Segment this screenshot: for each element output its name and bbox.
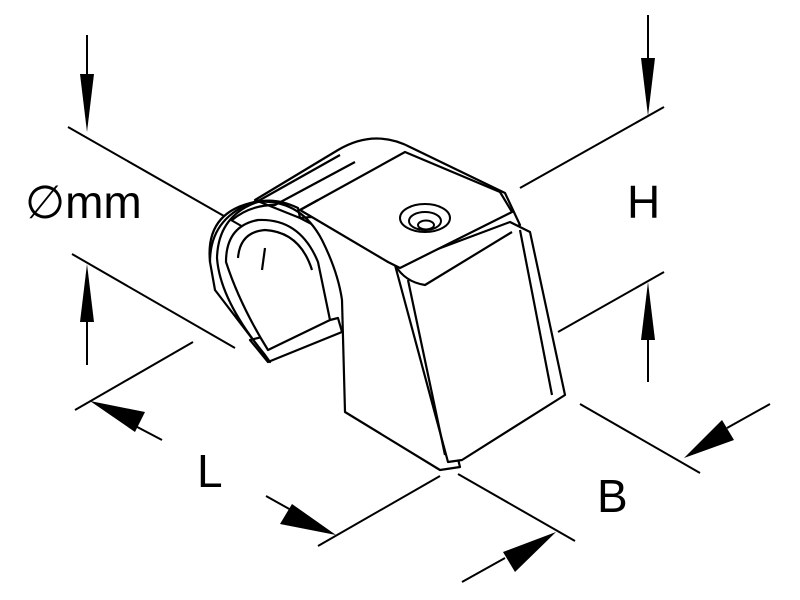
length-arrow-right-head	[280, 504, 336, 535]
diameter-dimension	[67, 35, 253, 365]
length-extension-line-left	[74, 341, 194, 411]
width-arrow-right-head	[684, 420, 734, 458]
diameter-extension-line-top	[67, 126, 253, 233]
clip-arch-inner-edge-2	[260, 247, 267, 271]
width-label: B	[597, 470, 628, 522]
length-dimension	[74, 341, 441, 547]
height-extension-line-bottom	[557, 271, 665, 333]
screw-hole	[399, 203, 451, 233]
height-arrow-top-head	[641, 58, 655, 116]
screw-hole-inner	[417, 219, 435, 231]
height-extension-line-top	[519, 106, 665, 189]
clip-outer-arch-curve	[208, 154, 341, 263]
height-label: H	[627, 176, 660, 228]
height-dimension	[519, 15, 665, 382]
cable-clip	[208, 137, 567, 472]
clip-outer-arch-curve-2	[231, 161, 356, 221]
width-arrow-right-shaft	[726, 403, 771, 429]
width-dimension	[457, 403, 771, 583]
length-arrow-left-head	[90, 401, 145, 432]
height-arrow-bottom-head	[641, 282, 655, 340]
clip-right-block-edge-2	[518, 229, 554, 396]
clip-block-seam	[299, 199, 319, 211]
clip-right-block-edge	[406, 279, 447, 456]
width-extension-line-right	[579, 403, 701, 474]
clip-arch-inner-edge	[236, 228, 314, 271]
width-arrow-left-head	[503, 532, 556, 572]
width-extension-line-left	[457, 473, 576, 542]
clip-bevel-line	[394, 231, 513, 287]
diameter-extension-line-bottom	[71, 253, 236, 349]
diameter-arrow-bottom-head	[80, 264, 94, 322]
clip-right-block-face	[393, 220, 567, 464]
diameter-arrow-top-head	[80, 74, 94, 132]
width-arrow-left-shaft	[461, 557, 506, 583]
length-label: L	[197, 445, 223, 497]
length-extension-line-right	[317, 475, 441, 547]
diameter-label: ∅mm	[25, 176, 142, 228]
